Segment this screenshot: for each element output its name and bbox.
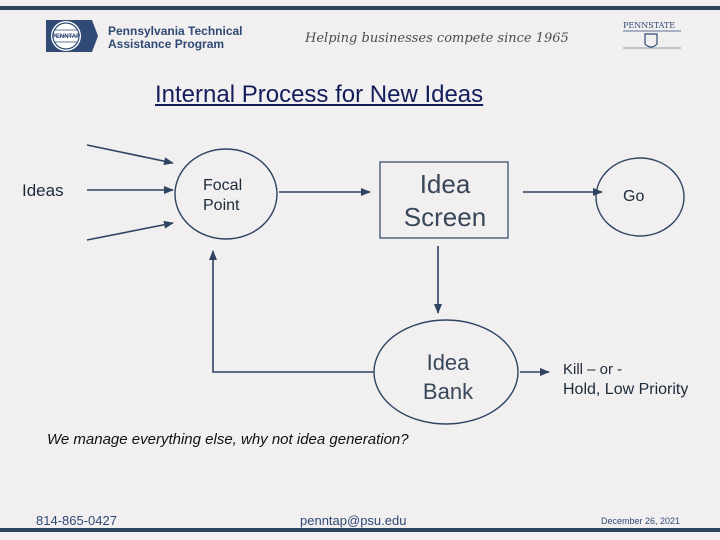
idea-screen-label: Idea Screen xyxy=(380,168,510,234)
penntap-logo: PENNTAP xyxy=(46,20,98,52)
logo-text: PENNTAP xyxy=(52,34,80,40)
bank-to-focal-feedback-arrow xyxy=(209,250,374,373)
idea-bank-label: Idea Bank xyxy=(400,348,496,406)
idea-screen-label-line2: Screen xyxy=(403,202,487,232)
org-name-line1: Pennsylvania Technical xyxy=(108,24,243,38)
focal-point-label-line1: Focal xyxy=(203,177,243,194)
org-name-line2: Assistance Program xyxy=(108,37,225,51)
idea-screen-label-line1: Idea xyxy=(419,169,471,199)
org-name: Pennsylvania Technical Assistance Progra… xyxy=(108,25,243,51)
incoming-arrow-top xyxy=(86,144,174,166)
focal-point-node xyxy=(174,148,278,240)
footer-rule xyxy=(0,528,720,532)
penn-state-logo: PENNSTATE xyxy=(623,21,681,49)
go-label: Go xyxy=(623,188,645,205)
psu-logo-text: PENNSTATE xyxy=(623,21,675,30)
idea-screen-node xyxy=(379,161,509,239)
incoming-arrow-bottom xyxy=(86,220,174,241)
kill-label: Kill – or - xyxy=(563,361,623,378)
footer-email[interactable]: penntap@psu.edu xyxy=(300,513,407,528)
slide-title: Internal Process for New Ideas xyxy=(155,81,484,108)
focal-point-label: Focal Point xyxy=(203,176,242,216)
idea-bank-label-line2: Bank xyxy=(422,379,474,404)
footer-phone: 814-865-0427 xyxy=(36,513,117,528)
footer-date: December 26, 2021 xyxy=(601,516,681,526)
footnote: We manage everything else, why not idea … xyxy=(47,431,409,448)
hold-low-priority-label: Hold, Low Priority xyxy=(563,381,689,398)
tagline: Helping businesses compete since 1965 xyxy=(305,31,569,46)
focal-point-label-line2: Point xyxy=(203,197,240,214)
go-node xyxy=(595,157,685,237)
ideas-label: Ideas xyxy=(22,181,64,200)
header-rule xyxy=(0,6,720,10)
idea-bank-label-line1: Idea xyxy=(426,350,470,375)
